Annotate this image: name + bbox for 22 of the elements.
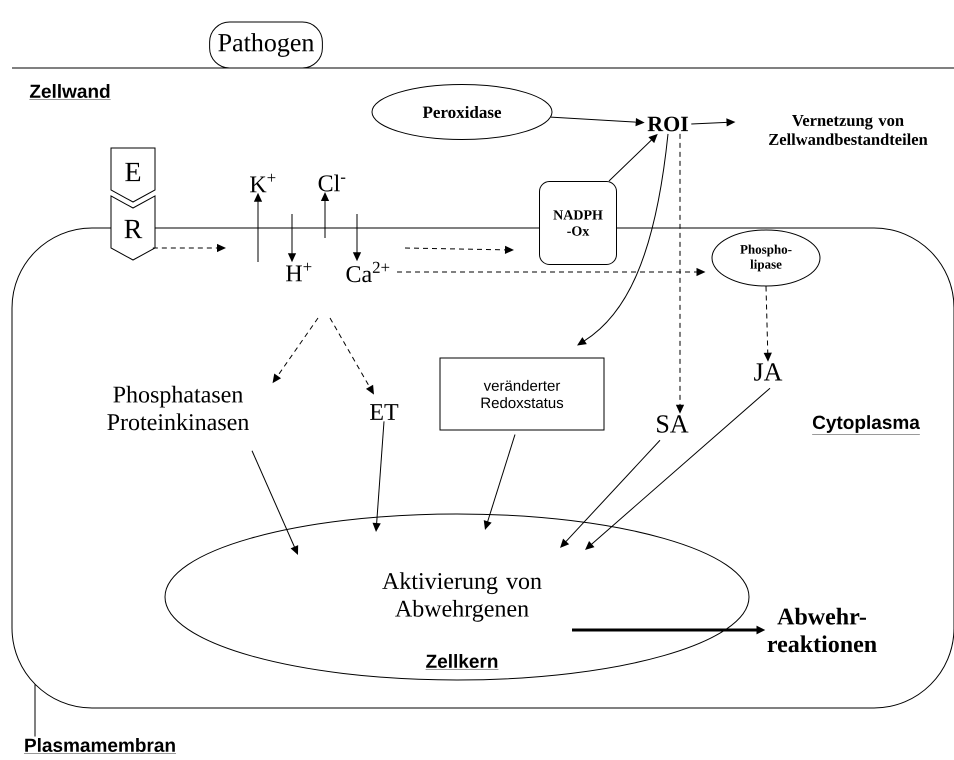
region-label: Cytoplasma bbox=[812, 415, 920, 434]
ion-label: Ca$^{2+}$ bbox=[346, 262, 390, 282]
ion-label: Cl$^{-}$ bbox=[318, 174, 346, 192]
molecule-label: JA bbox=[754, 363, 782, 381]
process-label: Vernetzung von Zellwandbestandteilen bbox=[769, 115, 928, 145]
region-label: Zellwand bbox=[29, 84, 111, 100]
receptor-chevron: R bbox=[110, 195, 156, 261]
enzyme-box: NADPH -Ox bbox=[539, 181, 617, 265]
arrow bbox=[585, 388, 770, 550]
pathogen-box: Pathogen bbox=[209, 22, 323, 68]
state-box: veränderter Redoxstatus bbox=[440, 358, 604, 430]
molecule-label: Phosphatasen Proteinkinasen bbox=[107, 386, 249, 430]
elicitor-chevron: E bbox=[110, 148, 156, 203]
ion-label: H$^{+}$ bbox=[286, 262, 312, 282]
region-label: Plasmamembran bbox=[24, 738, 176, 754]
arrow bbox=[560, 440, 660, 548]
leader-line bbox=[34, 684, 36, 738]
molecule-label: ROI bbox=[648, 116, 688, 132]
outcome-label: Abwehr- reaktionen bbox=[768, 608, 877, 652]
ion-label: K$^{+}$ bbox=[250, 174, 276, 192]
molecule-label: ET bbox=[370, 404, 398, 420]
molecule-label: SA bbox=[657, 415, 688, 433]
